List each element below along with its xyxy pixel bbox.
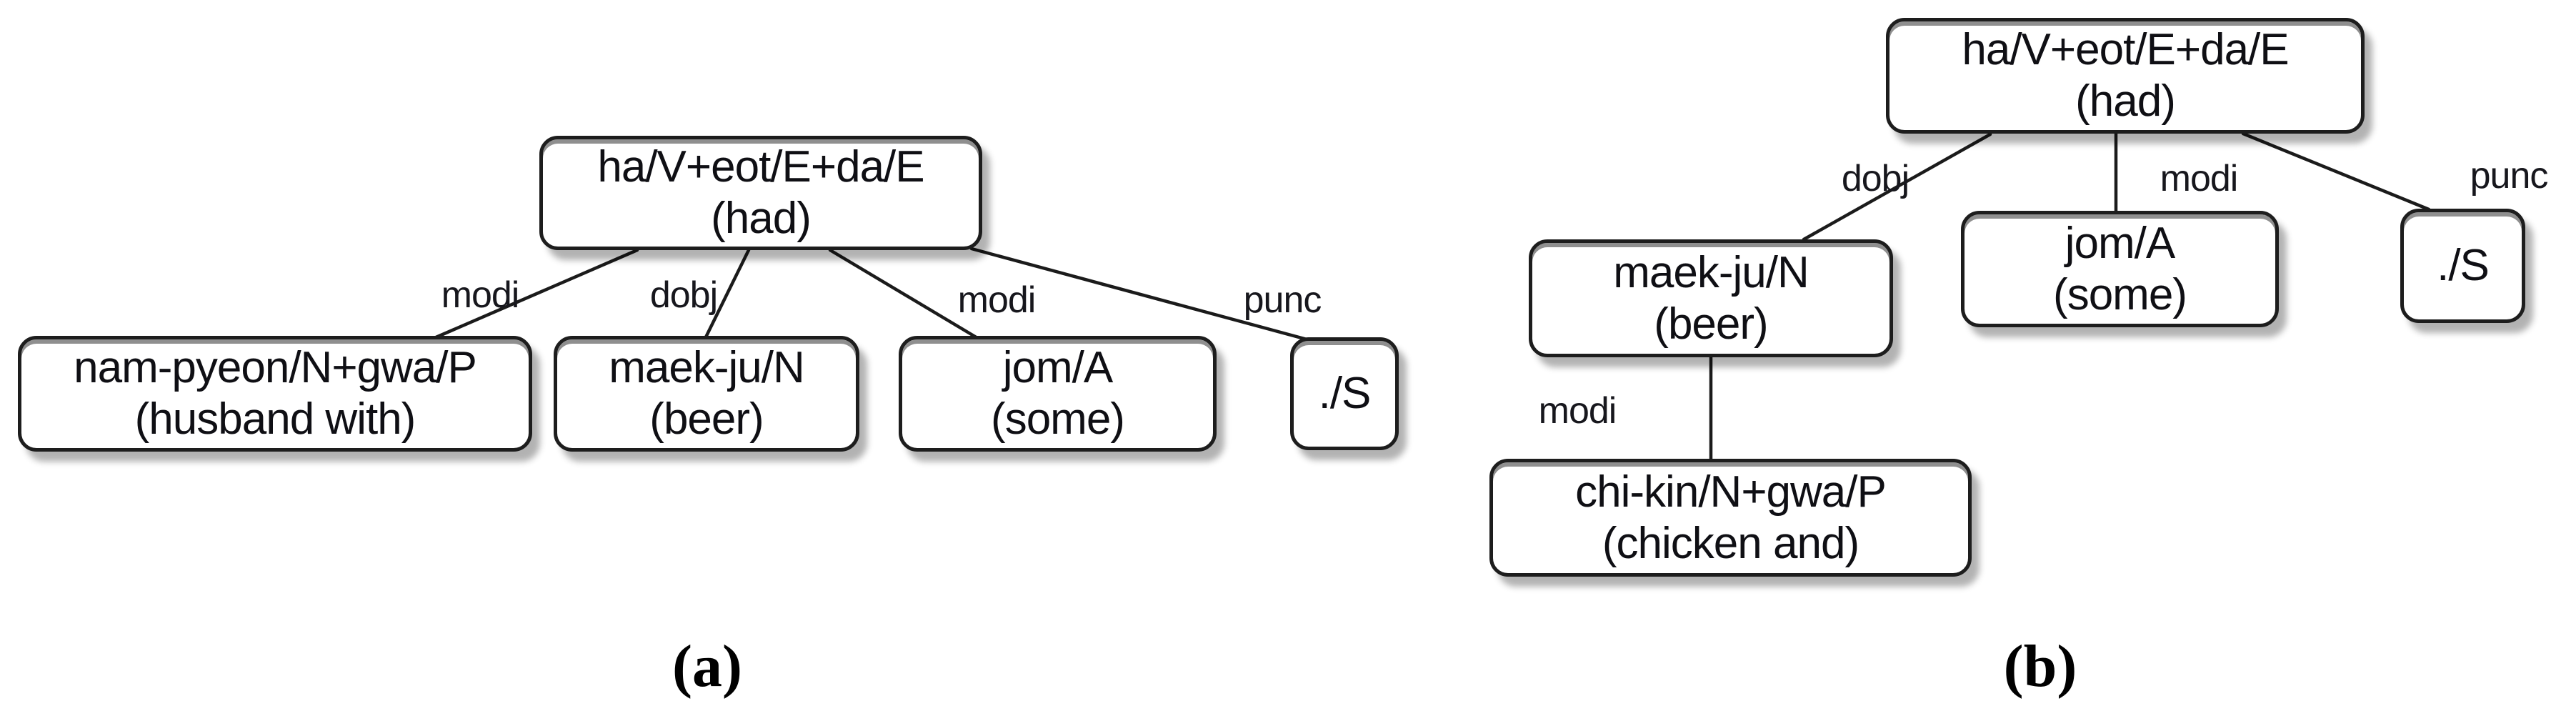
node-b-beer: maek-ju/N (beer) [1529, 239, 1893, 357]
node-a-beer: maek-ju/N (beer) [554, 336, 859, 452]
node-b-some-morph: jom/A [2065, 218, 2175, 268]
edge-label-b-modi-chicken: modi [1538, 390, 1617, 432]
edge-label-b-punc-period: punc [2470, 155, 2549, 197]
edge-b-punc-period [2241, 131, 2431, 212]
edge-a-punc-period [969, 247, 1322, 345]
node-b-chicken: chi-kin/N+gwa/P (chicken and) [1489, 459, 1972, 577]
node-a-husband-morph: nam-pyeon/N+gwa/P [74, 343, 477, 392]
node-a-root-gloss: (had) [711, 194, 812, 243]
node-b-beer-gloss: (beer) [1654, 299, 1768, 349]
node-a-root: ha/V+eot/E+da/E (had) [539, 136, 982, 250]
node-a-husband: nam-pyeon/N+gwa/P (husband with) [18, 336, 532, 452]
edge-label-a-punc-period: punc [1243, 279, 1322, 321]
caption-a: (a) [672, 633, 742, 700]
node-a-root-morph: ha/V+eot/E+da/E [597, 142, 924, 192]
edge-label-b-dobj-beer: dobj [1841, 158, 1909, 199]
node-b-root-morph: ha/V+eot/E+da/E [1962, 25, 2289, 74]
node-b-some: jom/A (some) [1961, 211, 2279, 327]
node-b-period: ./S [2400, 209, 2525, 323]
node-a-period-morph: ./S [1318, 369, 1372, 418]
node-a-husband-gloss: (husband with) [134, 394, 416, 444]
edge-label-b-modi-some: modi [2160, 158, 2239, 199]
node-b-chicken-gloss: (chicken and) [1602, 518, 1859, 568]
node-a-beer-morph: maek-ju/N [609, 343, 805, 392]
caption-b: (b) [2003, 633, 2077, 700]
node-b-root: ha/V+eot/E+da/E (had) [1886, 18, 2365, 134]
edge-b-dobj-beer [1802, 132, 1992, 242]
node-b-period-morph: ./S [2437, 241, 2490, 290]
edge-a-modi-some [828, 248, 992, 347]
node-a-some-morph: jom/A [1002, 343, 1113, 392]
edge-label-a-modi-husband: modi [441, 274, 520, 316]
node-b-beer-morph: maek-ju/N [1613, 247, 1809, 297]
node-b-chicken-morph: chi-kin/N+gwa/P [1575, 467, 1887, 517]
edge-label-a-dobj-beer: dobj [649, 274, 718, 316]
edge-a-dobj-beer [702, 248, 751, 344]
node-a-some: jom/A (some) [899, 336, 1217, 452]
edge-a-modi-husband [411, 248, 639, 349]
node-a-some-gloss: (some) [991, 394, 1125, 444]
node-a-period: ./S [1290, 337, 1399, 450]
edge-label-a-modi-some: modi [957, 279, 1037, 321]
node-b-root-gloss: (had) [2075, 76, 2176, 126]
node-a-beer-gloss: (beer) [649, 394, 764, 444]
node-b-some-gloss: (some) [2053, 269, 2187, 319]
